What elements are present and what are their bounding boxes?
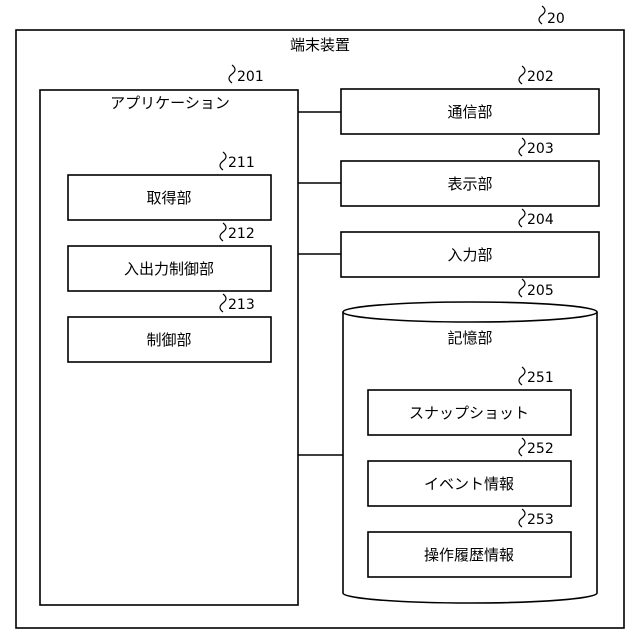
ref-251: 251 (527, 370, 554, 386)
ref-202: 202 (527, 69, 554, 85)
ref-leader-20 (539, 6, 545, 24)
operation-history-label: 操作履歴情報 (424, 546, 514, 564)
io-control-unit-label: 入出力制御部 (124, 260, 214, 278)
control-unit-label: 制御部 (146, 331, 191, 349)
terminal-device-label: 端末装置 (290, 36, 350, 54)
ref-204: 204 (527, 212, 554, 228)
communication-unit-label: 通信部 (447, 103, 492, 121)
ref-20: 20 (547, 11, 565, 27)
snapshot-label: スナップショット (409, 404, 529, 422)
ref-253: 253 (527, 512, 554, 528)
application-label: アプリケーション (110, 94, 230, 112)
ref-203: 203 (527, 141, 554, 157)
ref-213: 213 (228, 297, 255, 313)
storage-cylinder-top (343, 302, 597, 322)
ref-201: 201 (237, 69, 264, 85)
display-unit-label: 表示部 (447, 175, 492, 193)
ref-212: 212 (228, 226, 255, 242)
event-info-label: イベント情報 (424, 475, 514, 493)
input-unit-label: 入力部 (447, 246, 492, 264)
ref-211: 211 (228, 155, 255, 171)
ref-252: 252 (527, 441, 554, 457)
acquisition-unit-label: 取得部 (146, 189, 191, 207)
ref-205: 205 (527, 283, 554, 299)
storage-unit-label: 記憶部 (447, 329, 492, 347)
